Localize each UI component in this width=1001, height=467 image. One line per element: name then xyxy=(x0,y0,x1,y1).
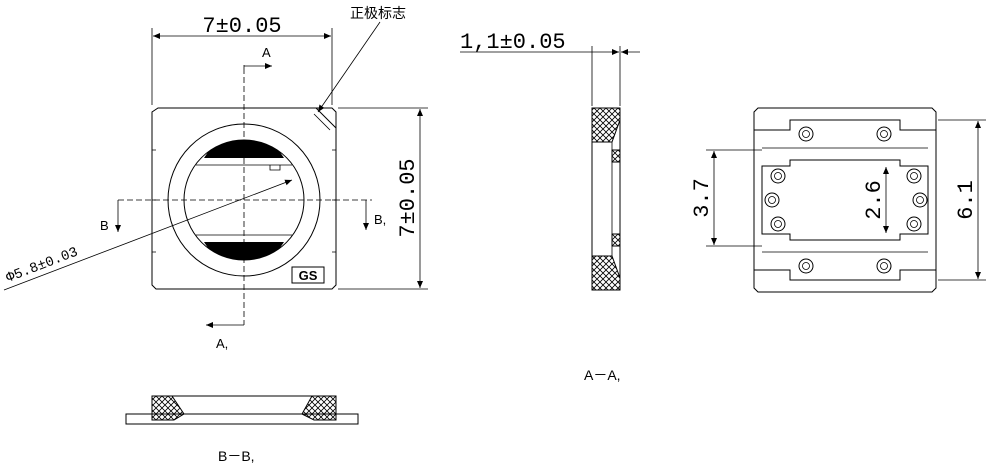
electrode-top-tab xyxy=(269,165,281,171)
section-aa-title: A－A, xyxy=(584,367,621,383)
hole-mid-r1 xyxy=(906,168,922,184)
logo-text: GS xyxy=(299,268,318,283)
back-view: 3.7 2.6 6.1 xyxy=(690,107,986,293)
bb-hatch-right xyxy=(301,395,337,421)
polarity-leader xyxy=(317,21,381,113)
side-contact-top xyxy=(611,149,621,163)
hole-mid-l2 xyxy=(764,192,780,208)
side-hatch-top xyxy=(591,107,621,143)
hole-top-right xyxy=(876,126,892,142)
height-dim-text: 7±0.05 xyxy=(396,158,421,237)
hole-bottom-left-inner xyxy=(802,262,810,270)
hole-mid-r2 xyxy=(912,192,928,208)
side-contact-bottom xyxy=(611,233,621,247)
back-outline xyxy=(753,107,937,293)
hole-mid-r3 xyxy=(906,216,922,232)
section-aa-view: 1,1±0.05 A－A, xyxy=(460,30,640,383)
section-bb-view: B－B, xyxy=(125,395,359,464)
section-a-bottom-label: A, xyxy=(216,336,228,351)
hole-mid-l3-inner xyxy=(774,220,782,228)
hole-mid-l3 xyxy=(770,216,786,232)
back-center-pad xyxy=(761,159,929,241)
hole-mid-r2-inner xyxy=(916,196,924,204)
hole-top-left-inner xyxy=(802,130,810,138)
hole-mid-l1-inner xyxy=(774,172,782,180)
thickness-dim-text: 1,1±0.05 xyxy=(460,30,566,55)
hole-mid-l1 xyxy=(770,168,786,184)
hole-bottom-left xyxy=(798,258,814,274)
pad-span-dim-text: 3.7 xyxy=(690,178,715,218)
polarity-label: 正极标志 xyxy=(350,5,406,21)
section-bb-title: B－B, xyxy=(218,448,255,464)
hole-bottom-right xyxy=(876,258,892,274)
width-dim-text: 7±0.05 xyxy=(202,14,281,39)
logo-box xyxy=(291,266,325,284)
side-notch-left xyxy=(152,149,156,253)
hole-mid-l2-inner xyxy=(768,196,776,204)
hole-mid-r3-inner xyxy=(910,220,918,228)
section-a-top-label: A xyxy=(262,45,271,60)
hole-bottom-right-inner xyxy=(880,262,888,270)
side-hatch-bottom xyxy=(591,255,621,291)
back-bottom-pad xyxy=(754,269,936,281)
bb-hatch-left xyxy=(151,395,185,421)
hole-mid-r1-inner xyxy=(910,172,918,180)
front-view: GS A A, B B, 7±0.05 7±0.05 正极标志 Φ5.8±0.0… xyxy=(3,5,428,351)
polarity-chamfer-inner xyxy=(313,113,331,131)
hole-top-left xyxy=(798,126,814,142)
section-b-right-label: B, xyxy=(374,212,386,227)
section-b-left-label: B xyxy=(100,218,109,233)
package-outline xyxy=(151,107,337,290)
side-notch-right xyxy=(332,149,336,253)
hole-top-right-inner xyxy=(880,130,888,138)
back-top-pad xyxy=(754,119,936,131)
diameter-label: Φ5.8±0.03 xyxy=(4,245,80,287)
diameter-leader xyxy=(3,179,293,291)
overall-dim-text: 6.1 xyxy=(954,180,979,220)
inner-span-dim-text: 2.6 xyxy=(862,180,887,220)
